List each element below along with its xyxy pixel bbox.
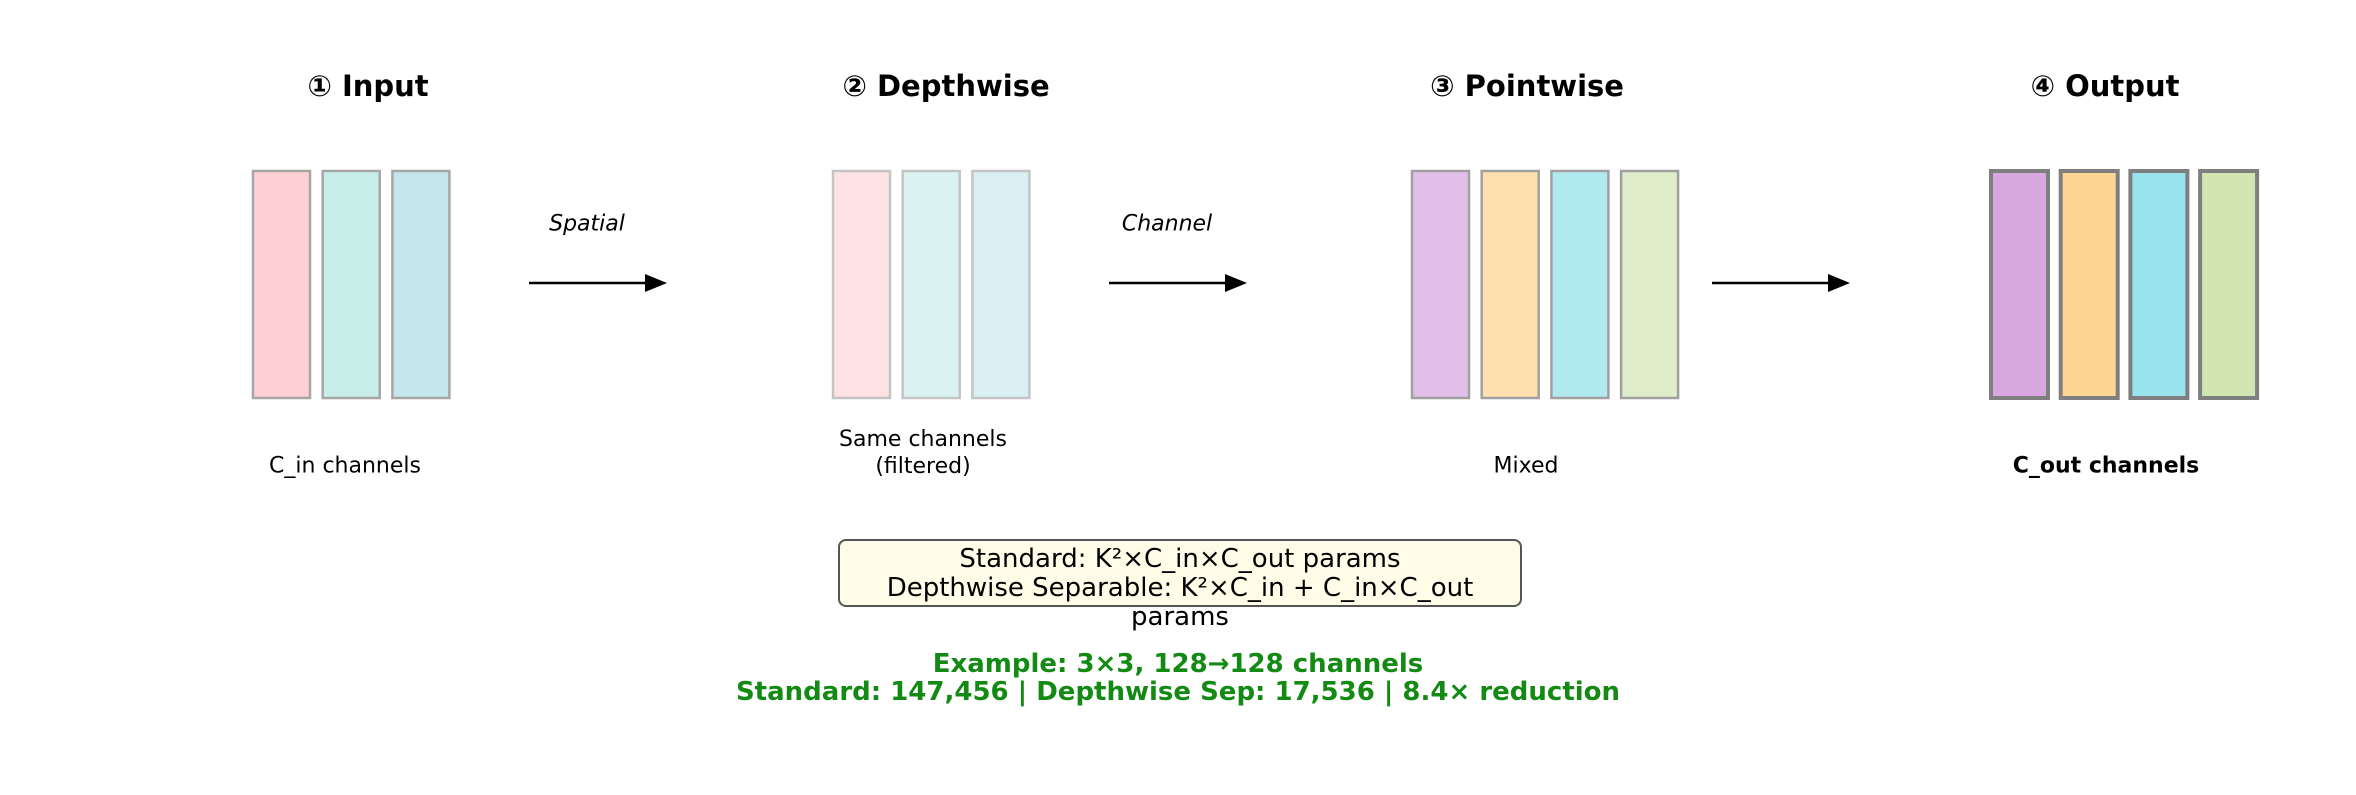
example-line-2: Standard: 147,456 | Depthwise Sep: 17,53…: [735, 677, 1621, 707]
formula-depthwise-separable: Depthwise Separable: K²×C_in + C_in×C_ou…: [886, 573, 1474, 632]
formula-standard: Standard: K²×C_in×C_out params: [959, 544, 1401, 574]
depthwise-channel-2: [901, 169, 961, 400]
stage-title-input: ① Input: [307, 69, 429, 103]
stage-title-depthwise: ② Depthwise: [842, 69, 1050, 103]
pointwise-channel-4: [1619, 169, 1680, 400]
pointwise-channel-2: [1480, 169, 1540, 400]
stage-title-pointwise: ③ Pointwise: [1430, 69, 1624, 103]
caption-input: C_in channels: [269, 453, 421, 479]
input-channel-1: [251, 169, 312, 400]
output-channel-2: [2058, 169, 2120, 400]
stage-title-output: ④ Output: [2030, 69, 2180, 103]
arrow-2-head: [1225, 274, 1247, 292]
arrow-1-head: [645, 274, 667, 292]
arrow-3-head: [1828, 274, 1850, 292]
input-channel-2: [321, 169, 381, 400]
depthwise-channel-1: [831, 169, 892, 400]
caption-output: C_out channels: [2012, 453, 2200, 479]
formula-box: Standard: K²×C_in×C_out params Depthwise…: [838, 539, 1522, 632]
example-line-1: Example: 3×3, 128→128 channels: [932, 649, 1424, 679]
caption-depthwise: Same channels (filtered): [839, 427, 1007, 479]
output-channel-4: [2198, 169, 2260, 400]
output-channel-3: [2128, 169, 2190, 400]
arrow-label-channel: Channel: [1121, 211, 1213, 237]
pointwise-channel-3: [1550, 169, 1610, 400]
input-channel-3: [391, 169, 451, 400]
arrow-label-spatial: Spatial: [549, 211, 625, 237]
output-channel-1: [1989, 169, 2050, 400]
depthwise-channel-3: [971, 169, 1031, 400]
caption-pointwise: Mixed: [1493, 453, 1559, 479]
pointwise-channel-1: [1410, 169, 1471, 400]
